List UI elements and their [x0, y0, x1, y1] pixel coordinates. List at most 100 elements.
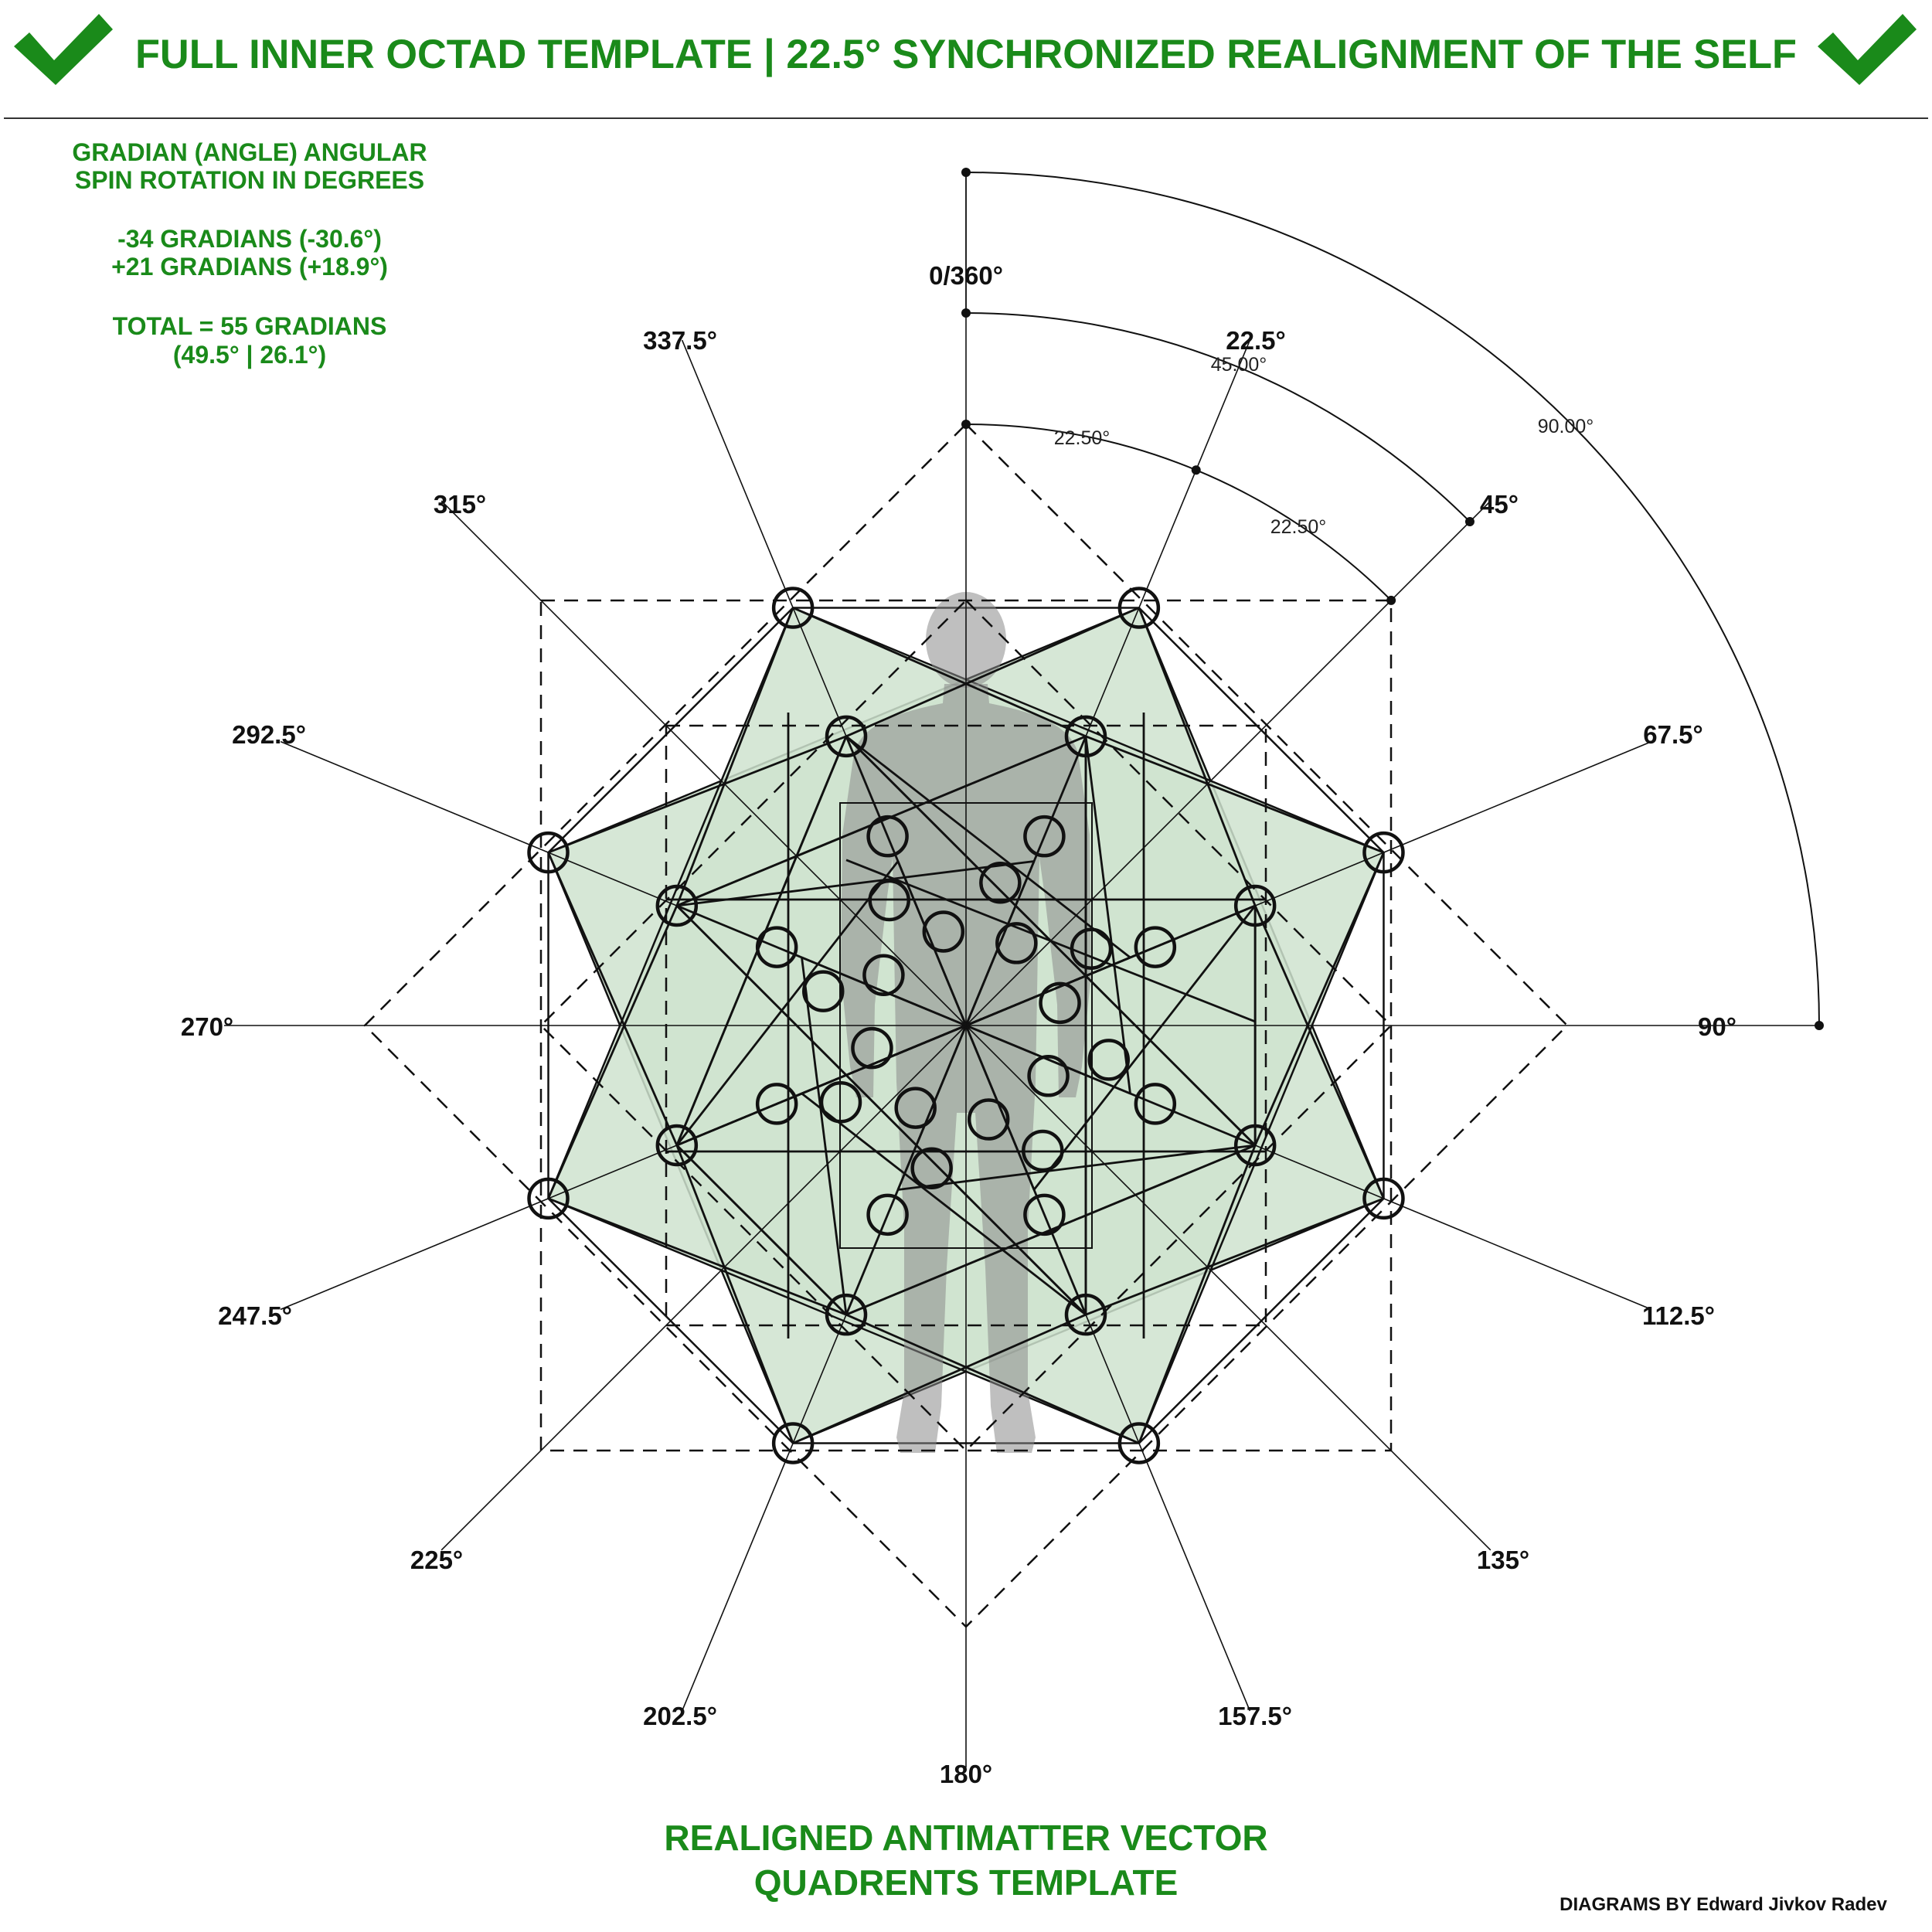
middle-node-circle [825, 1293, 868, 1336]
outer-node-circle [1362, 1177, 1405, 1220]
outer-node-circle [1117, 587, 1161, 629]
footer: REALIGNED ANTIMATTER VECTOR QUADRENTS TE… [664, 1818, 1887, 1915]
web-line [792, 607, 1087, 738]
web-line [964, 1025, 1036, 1191]
arc-mid-dot [1191, 465, 1201, 475]
arc-labels: 22.50° 22.50° 45.00° 90.00° [1054, 354, 1594, 538]
note-line-2: SPIN ROTATION IN DEGREES [75, 166, 424, 194]
web-line [1138, 607, 1257, 906]
core-node-circle [922, 910, 965, 953]
inner-node-circle [866, 1193, 909, 1236]
web-line [675, 1145, 794, 1444]
outer-node-circle [771, 1422, 815, 1464]
arc-end-dot [961, 420, 971, 429]
check-icon-left [14, 14, 113, 85]
compass-label-247-5: 247.5° [218, 1301, 292, 1330]
middle-node-circle [825, 715, 868, 758]
outer-node-circle [1117, 1422, 1161, 1464]
compass-label-67-5: 67.5° [1643, 720, 1702, 749]
compass-label-90: 90° [1698, 1012, 1736, 1041]
core-node-circle [801, 970, 845, 1012]
inner-node-circle [1023, 815, 1066, 858]
middle-node-circle [1064, 1293, 1107, 1336]
core-node-circle [995, 922, 1038, 964]
arc-end-dot [1815, 1021, 1824, 1030]
core-node-circle [1070, 927, 1113, 970]
compass-label-0: 0/360° [929, 261, 1003, 290]
header: FULL INNER OCTAD TEMPLATE | 22.5° SYNCHR… [4, 14, 1928, 119]
web-line [675, 905, 1087, 1316]
web-line [897, 1144, 1256, 1191]
core-node-circle [1039, 981, 1081, 1025]
arc-label-outer: 90.00° [1538, 416, 1594, 437]
spoke-line [440, 500, 967, 1026]
inner-node-circle [866, 815, 909, 858]
compass-label-112-5: 112.5° [1642, 1301, 1715, 1330]
note-line-5: TOTAL = 55 GRADIANS [113, 312, 387, 340]
web-line [845, 859, 1256, 1023]
core-node-circle [1027, 1055, 1070, 1097]
page-title: FULL INNER OCTAD TEMPLATE | 22.5° SYNCHR… [135, 32, 1797, 78]
compass-label-45: 45° [1480, 490, 1519, 519]
web-line [675, 607, 794, 906]
web-line [1085, 1197, 1384, 1316]
arc-middle [965, 312, 1471, 522]
web-line [1084, 736, 1131, 1094]
middle-node-circle [1064, 715, 1107, 758]
compass-label-202-5: 202.5° [643, 1702, 717, 1730]
arc-label-middle: 45.00° [1211, 354, 1267, 376]
web-line [896, 1025, 968, 1191]
web-line [896, 860, 968, 1026]
gradian-note: GRADIAN (ANGLE) ANGULAR SPIN ROTATION IN… [72, 138, 427, 369]
outer-node-circle [771, 587, 815, 629]
compass-label-270: 270° [181, 1012, 233, 1041]
core-node-circle [868, 879, 910, 922]
outer-node-circle [1362, 831, 1405, 874]
compass-label-180: 180° [940, 1760, 992, 1788]
dashed-inner-diamond [539, 599, 1393, 1452]
middle-node-circle [655, 1124, 699, 1167]
core-node-circle [979, 861, 1022, 904]
outer-node-circle [527, 1177, 570, 1220]
web-line [801, 1024, 967, 1095]
middle-node-circle [1233, 1124, 1277, 1167]
compass-label-292-5: 292.5° [232, 720, 306, 749]
web-line [547, 852, 679, 1146]
inner-node-circle [755, 926, 798, 968]
compass-label-315: 315° [434, 490, 486, 519]
web-line [547, 905, 679, 1199]
compass-label-225: 225° [410, 1546, 463, 1574]
compass-label-337-5: 337.5° [643, 326, 717, 355]
web-line [845, 607, 1140, 738]
core-node-circle [967, 1098, 1010, 1141]
web-line [845, 1313, 1140, 1444]
arc-end-dot [1464, 517, 1475, 527]
spoke-line [965, 500, 1492, 1026]
note-line-4: +21 GRADIANS (+18.9°) [111, 253, 388, 281]
web-line [845, 735, 1131, 959]
construction-lines [224, 168, 1824, 1767]
web-line [801, 1092, 1087, 1316]
credit-text: DIAGRAMS BY Edward Jivkov Radev [1560, 1894, 1887, 1915]
note-line-1: GRADIAN (ANGLE) ANGULAR [72, 138, 427, 166]
core-node-circle [1022, 1129, 1064, 1172]
web-line [548, 735, 847, 854]
arc-label-inner-a: 22.50° [1054, 427, 1111, 449]
core-node-circle [851, 1026, 893, 1070]
core-node-circle [819, 1081, 862, 1124]
web-line [1253, 905, 1385, 1199]
web-line [845, 1144, 1256, 1316]
note-line-6: (49.5° | 26.1°) [173, 341, 326, 369]
web-line [1085, 735, 1384, 854]
middle-node-circle [655, 884, 699, 927]
footer-line-2: QUADRENTS TEMPLATE [754, 1862, 1179, 1903]
compass-labels: 0/360°22.5°45°67.5°90°112.5°135°157.5°18… [181, 261, 1736, 1788]
check-icon-right [1818, 14, 1917, 85]
web-line [675, 1144, 848, 1316]
spoke-line [965, 1025, 1492, 1551]
note-line-3: -34 GRADIANS (-30.6°) [117, 225, 382, 253]
web-line [965, 1024, 1131, 1095]
inner-node-circle [1023, 1193, 1066, 1236]
outer-node-circle [527, 831, 570, 874]
